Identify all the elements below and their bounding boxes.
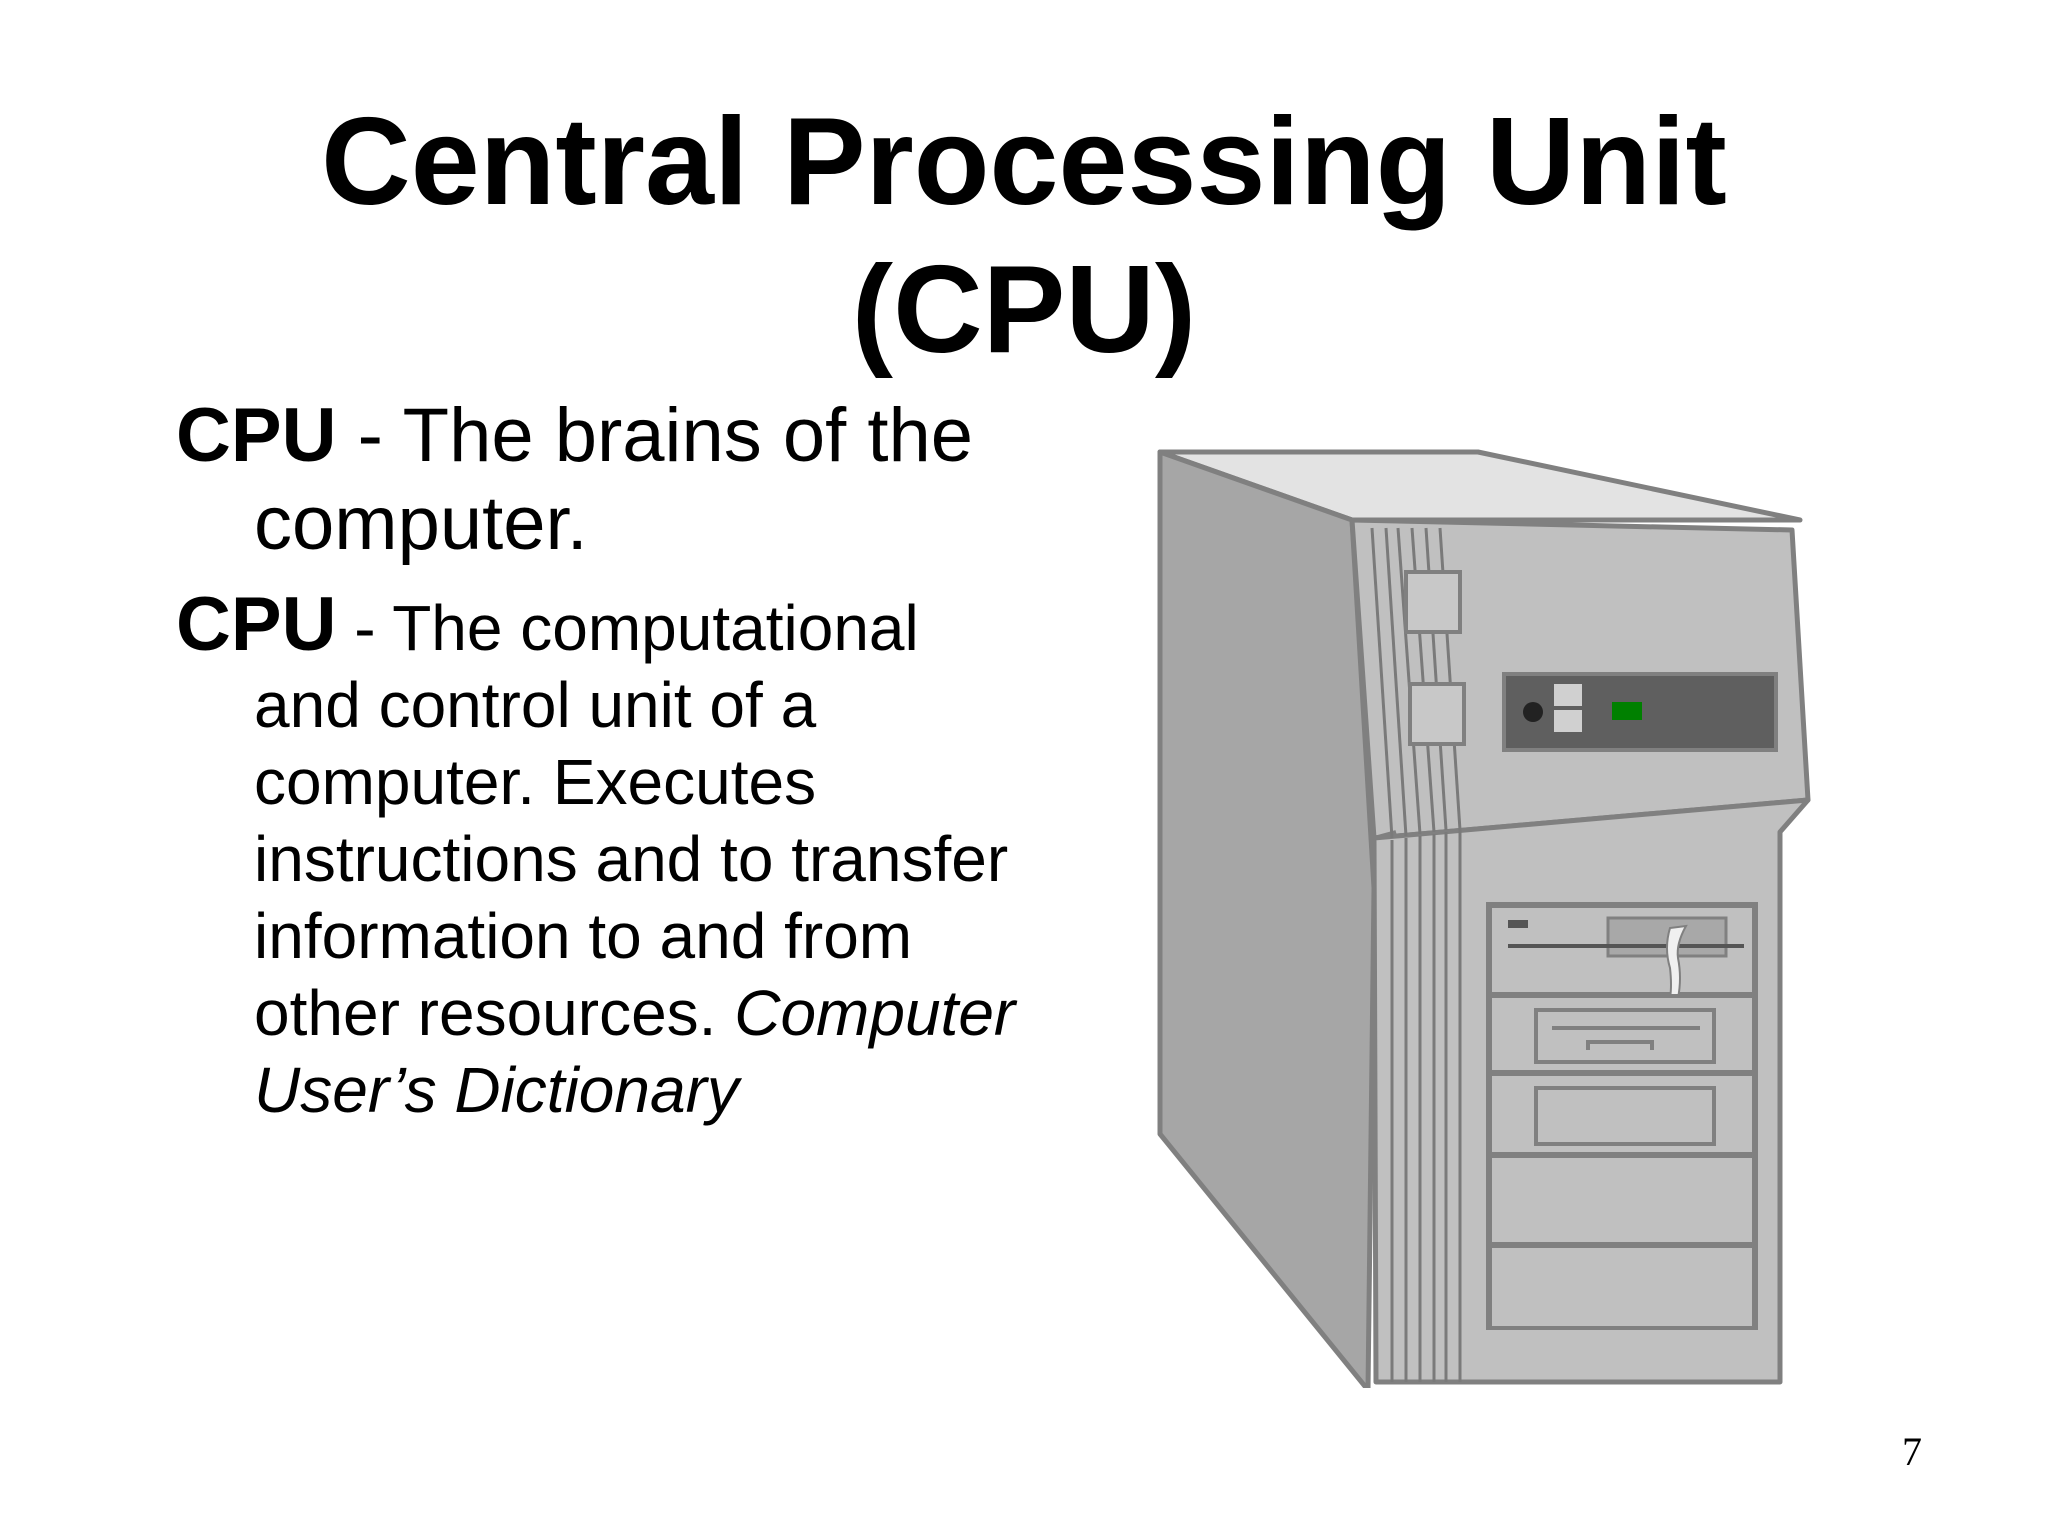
computer-tower-icon [1157,449,1811,1388]
optical-drive-face [1534,1008,1716,1064]
definition-term: CPU [176,393,337,478]
front-port-top [1404,570,1462,634]
definition-list: CPU - The brains of the computer. CPU - … [176,392,1036,1129]
case-side [1157,449,1377,1388]
definition-text: The computational and control unit of a … [254,592,1009,1049]
drive-bay-3-face [1534,1086,1716,1146]
definition-text: The brains of the computer. [254,393,973,566]
panel-switch-top [1554,684,1582,706]
drive-bay-4 [1488,1154,1756,1246]
definition-separator: - [336,592,393,664]
power-led [1612,702,1642,720]
page-number: 7 [1902,1429,1922,1474]
slide-title-line-1: Central Processing Unit [321,93,1727,231]
definition-item: CPU - The brains of the computer. [176,392,1036,568]
slide-title-line-2: (CPU) [851,241,1197,379]
front-port-bottom [1408,682,1466,746]
optical-drive-tab [1586,1040,1654,1050]
power-button [1523,702,1543,722]
drive-bay-5 [1488,1244,1756,1330]
definition-separator: - [336,393,403,478]
slide-title: Central Processing Unit (CPU) [0,88,2048,384]
definition-term: CPU [176,582,337,667]
definition-source: Computer User’s Dictionary [254,977,1016,1126]
definition-item: CPU - The computational and control unit… [176,586,1036,1129]
vent-strip-lower [1390,830,1462,1382]
drive-indicator [1508,920,1528,928]
panel-switch-bottom [1554,710,1582,732]
